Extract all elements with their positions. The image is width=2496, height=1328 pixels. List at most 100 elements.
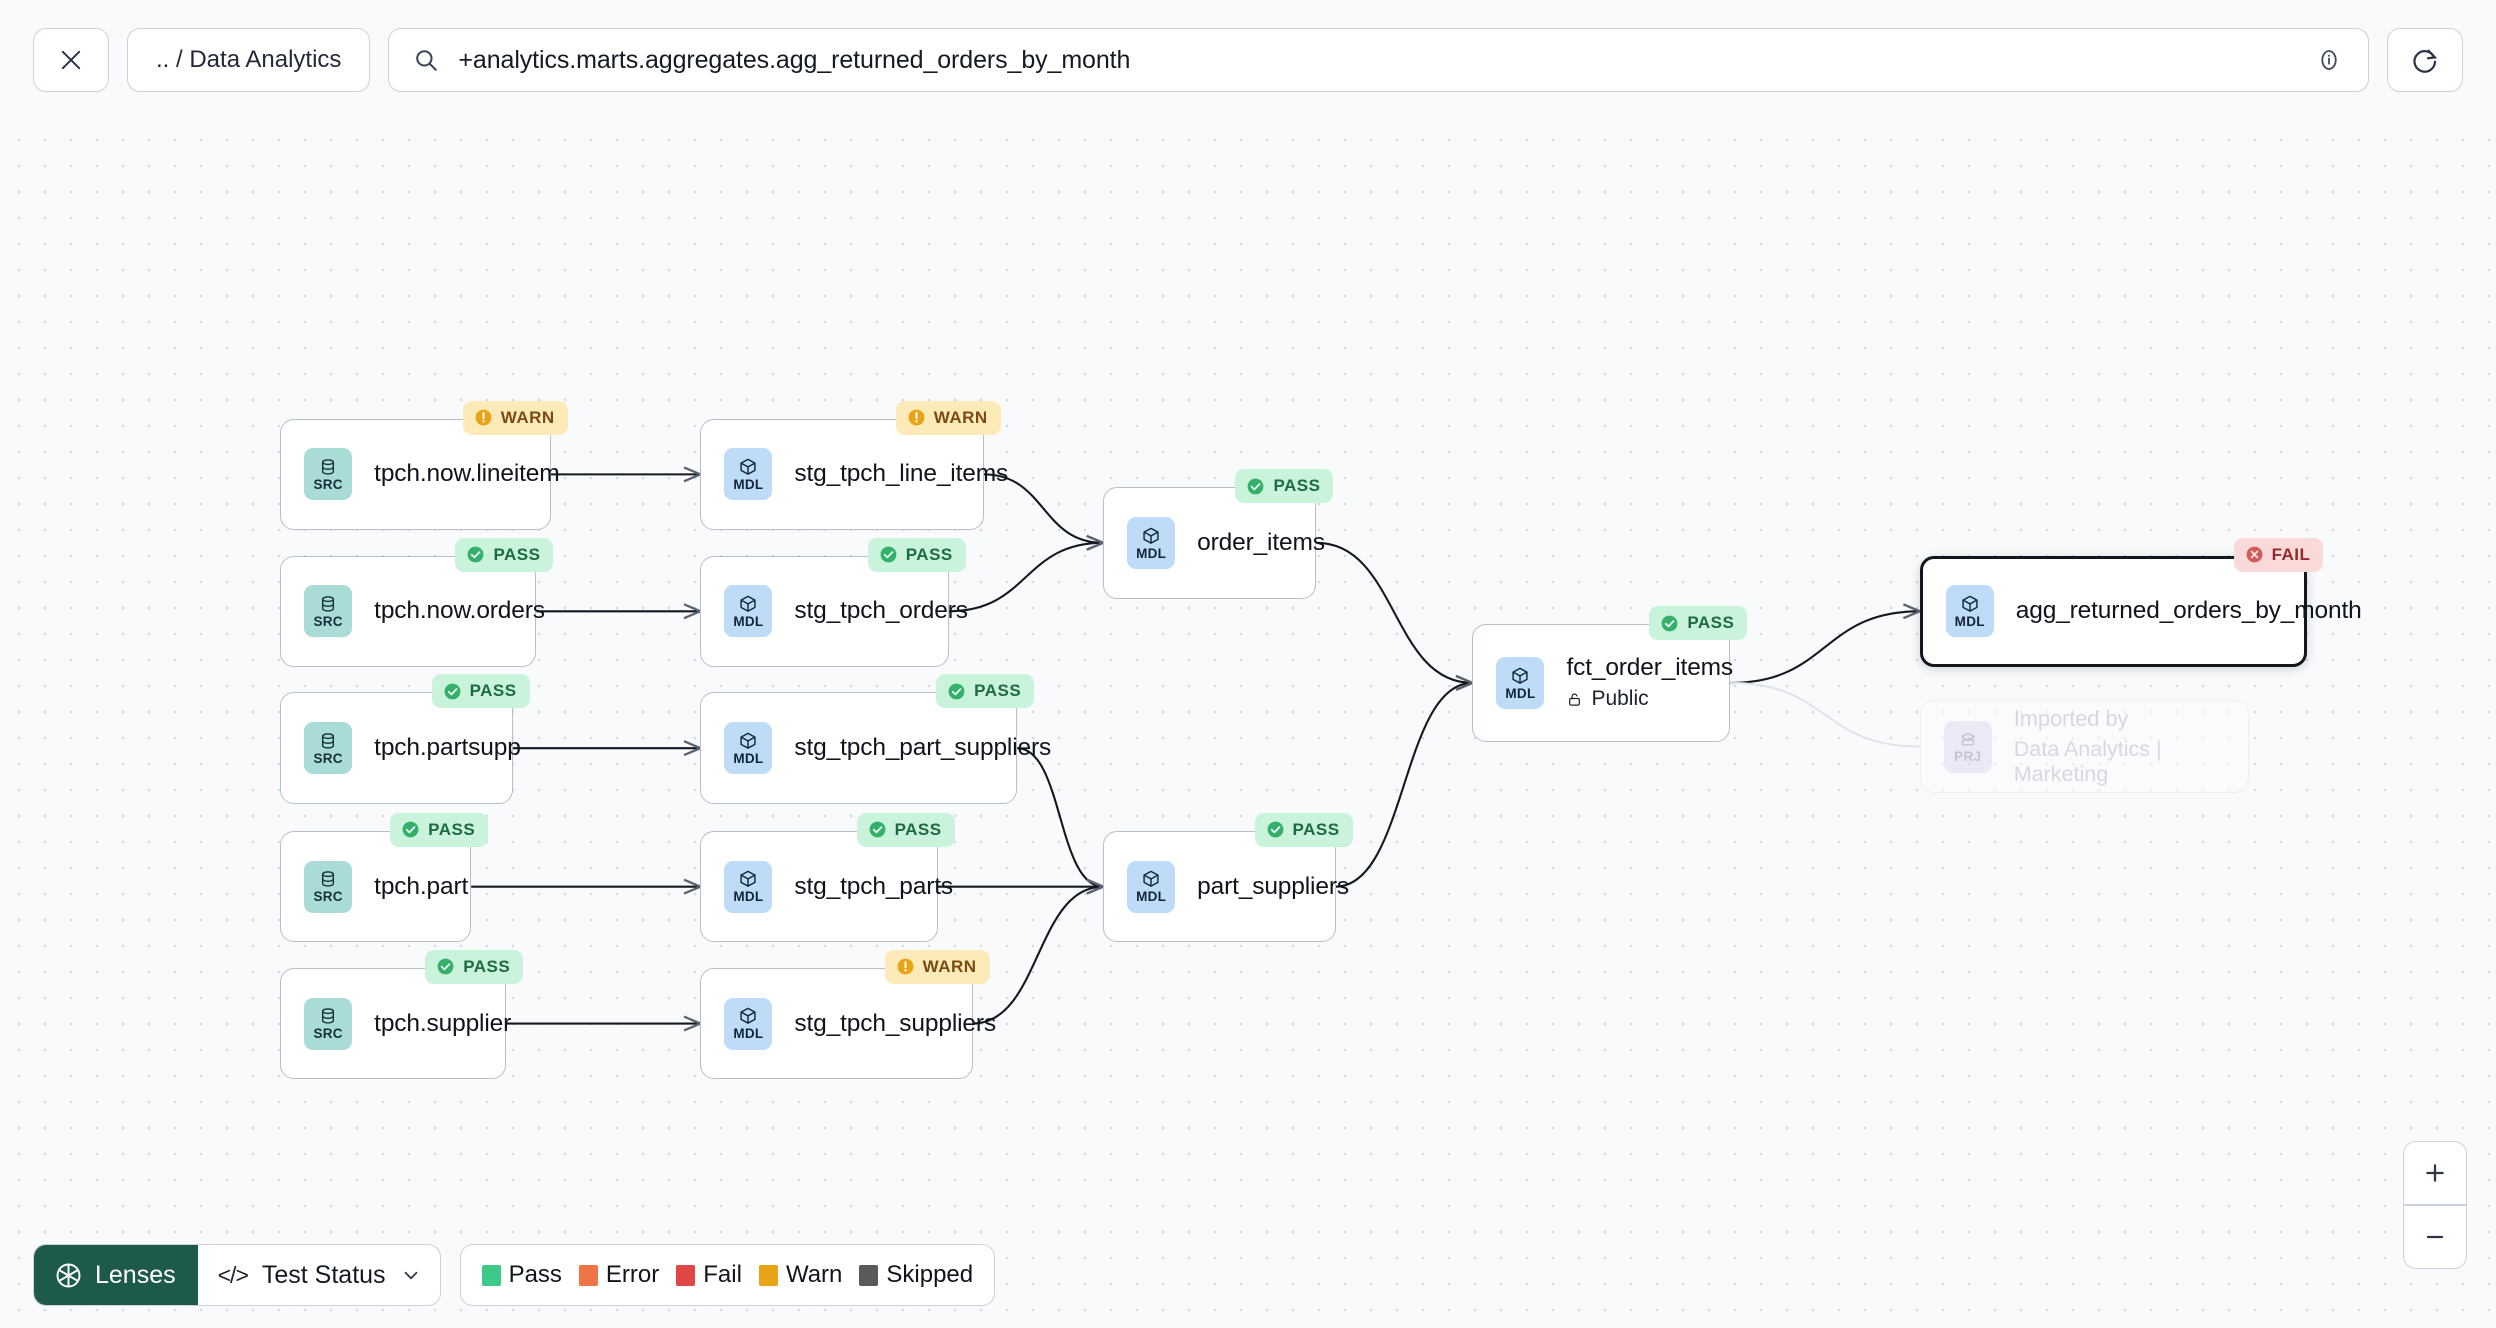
info-icon[interactable] [2316, 47, 2342, 73]
lineage-node-stg_tpch_parts[interactable]: MDL stg_tpch_parts [700, 830, 954, 943]
node-title: stg_tpch_line_items [794, 460, 1009, 488]
lineage-node-part_suppliers[interactable]: MDL part_suppliers [1103, 830, 1349, 943]
refresh-icon [2413, 49, 2438, 73]
node-type-chip-src: SRC [304, 722, 353, 775]
node-title: stg_tpch_parts [794, 872, 954, 900]
search-input[interactable]: +analytics.marts.aggregates.agg_returned… [458, 45, 1131, 74]
lineage-node-tpch_part[interactable]: SRC tpch.part [280, 830, 472, 943]
lineage-node-stg_tpch_orders[interactable]: MDL stg_tpch_orders [700, 555, 968, 667]
status-badge-pass: PASS [1254, 812, 1353, 847]
status-badge-label: PASS [894, 819, 942, 839]
top-toolbar: .. / Data Analytics +analytics.marts.agg… [0, 0, 2496, 120]
plus-icon [2426, 1164, 2444, 1183]
lineage-node-tpch_supplier[interactable]: SRC tpch.supplier [280, 967, 512, 1080]
bottom-toolbar: Lenses </> Test Status Pass Error Fail W… [33, 1244, 996, 1306]
legend-item-warn[interactable]: Warn [758, 1261, 843, 1289]
status-badge-label: PASS [469, 681, 517, 701]
breadcrumb-label: .. / Data Analytics [156, 46, 342, 73]
legend-swatch-skipped [859, 1264, 879, 1286]
lenses-control-group: Lenses </> Test Status [33, 1244, 441, 1306]
legend-label: Fail [703, 1261, 742, 1288]
status-badge-label: WARN [922, 956, 977, 976]
lineage-edge [1335, 683, 1473, 888]
close-button[interactable] [33, 28, 109, 92]
status-badge-label: WARN [500, 407, 555, 427]
legend-item-skipped[interactable]: Skipped [859, 1261, 973, 1289]
node-type-chip-mdl: MDL [724, 997, 773, 1050]
lenses-label: Lenses [95, 1260, 176, 1289]
lineage-edge [1730, 611, 1919, 684]
node-type-chip-src: SRC [304, 997, 353, 1050]
status-badge-pass: PASS [431, 674, 530, 709]
zoom-out-button[interactable] [2404, 1206, 2466, 1268]
node-title: agg_returned_orders_by_month [2015, 597, 2362, 625]
code-icon: </> [217, 1261, 249, 1288]
status-legend: Pass Error Fail Warn Skipped [459, 1244, 996, 1306]
lineage-node-tpch_partsupp[interactable]: SRC tpch.partsupp [280, 692, 521, 804]
legend-item-error[interactable]: Error [578, 1261, 660, 1289]
legend-item-pass[interactable]: Pass [481, 1261, 562, 1289]
status-badge-pass: PASS [455, 537, 554, 572]
node-title: Imported by [2013, 706, 2129, 732]
status-badge-warn: WARN [462, 400, 568, 435]
lineage-edge [972, 887, 1104, 1025]
node-type-chip-mdl: MDL [1127, 516, 1176, 569]
chevron-down-icon [404, 1271, 417, 1280]
legend-swatch-warn [758, 1264, 778, 1286]
legend-label: Skipped [886, 1261, 974, 1288]
node-title: stg_tpch_orders [794, 597, 968, 625]
lenses-button[interactable]: Lenses [34, 1245, 198, 1305]
status-badge-label: PASS [1273, 476, 1321, 496]
status-badge-label: PASS [493, 544, 541, 564]
lineage-edge [1316, 541, 1472, 683]
refresh-button[interactable] [2387, 28, 2463, 92]
lineage-node-stg_tpch_part_suppliers[interactable]: MDL stg_tpch_part_suppliers [700, 692, 1051, 804]
node-type-chip-src: SRC [304, 448, 353, 501]
legend-swatch-fail [676, 1264, 696, 1286]
lineage-edge [1730, 681, 1920, 748]
search-bar[interactable]: +analytics.marts.aggregates.agg_returned… [388, 28, 2369, 92]
lineage-canvas[interactable]: SRC tpch.now.lineitem WARN SRC tpch.now.… [0, 120, 2496, 1328]
status-badge-pass: PASS [390, 812, 489, 847]
legend-label: Pass [508, 1261, 562, 1288]
lineage-node-stg_tpch_line_items[interactable]: MDL stg_tpch_line_items [700, 418, 1009, 531]
edge-layer [471, 120, 2496, 1328]
lineage-node-stg_tpch_suppliers[interactable]: MDL stg_tpch_suppliers [700, 967, 996, 1080]
node-sublabel: Public [1566, 687, 1729, 711]
lineage-edge [1017, 747, 1103, 886]
status-badge-fail: FAIL [2233, 537, 2324, 572]
status-badge-pass: PASS [867, 537, 966, 572]
node-title: tpch.now.lineitem [374, 460, 560, 488]
node-type-chip-mdl: MDL [724, 448, 773, 501]
lineage-node-agg_returned_orders_by_month[interactable]: MDL agg_returned_orders_by_month [1919, 555, 2362, 667]
node-title: tpch.supplier [374, 1009, 512, 1037]
test-status-dropdown[interactable]: </> Test Status [198, 1245, 440, 1305]
status-badge-warn: WARN [884, 949, 990, 984]
status-badge-pass: PASS [936, 674, 1035, 709]
breadcrumb[interactable]: .. / Data Analytics [127, 28, 371, 92]
zoom-in-button[interactable] [2404, 1142, 2466, 1205]
status-badge-pass: PASS [425, 949, 524, 984]
lineage-node-tpch_now_lineitem[interactable]: SRC tpch.now.lineitem [280, 418, 560, 531]
node-type-chip-src: SRC [304, 860, 353, 913]
lineage-node-order_items[interactable]: MDL order_items [1103, 487, 1325, 599]
node-sublabel: Data Analytics | Marketing [2013, 737, 2162, 787]
lineage-edge [983, 473, 1103, 542]
legend-label: Error [605, 1261, 660, 1288]
test-status-label: Test Status [261, 1260, 386, 1289]
node-type-chip-mdl: MDL [724, 722, 773, 775]
status-badge-pass: PASS [1235, 469, 1334, 504]
status-badge-warn: WARN [895, 400, 1001, 435]
status-badge-label: PASS [428, 819, 476, 839]
lineage-node-tpch_now_orders[interactable]: SRC tpch.now.orders [280, 555, 545, 667]
node-type-chip-mdl: MDL [1945, 585, 1994, 638]
legend-item-fail[interactable]: Fail [676, 1261, 742, 1289]
legend-label: Warn [785, 1261, 843, 1288]
aperture-icon [56, 1263, 81, 1287]
node-type-chip-src: SRC [304, 585, 353, 638]
node-title: tpch.partsupp [374, 734, 521, 762]
legend-swatch-error [578, 1264, 598, 1286]
zoom-controls [2403, 1141, 2467, 1269]
